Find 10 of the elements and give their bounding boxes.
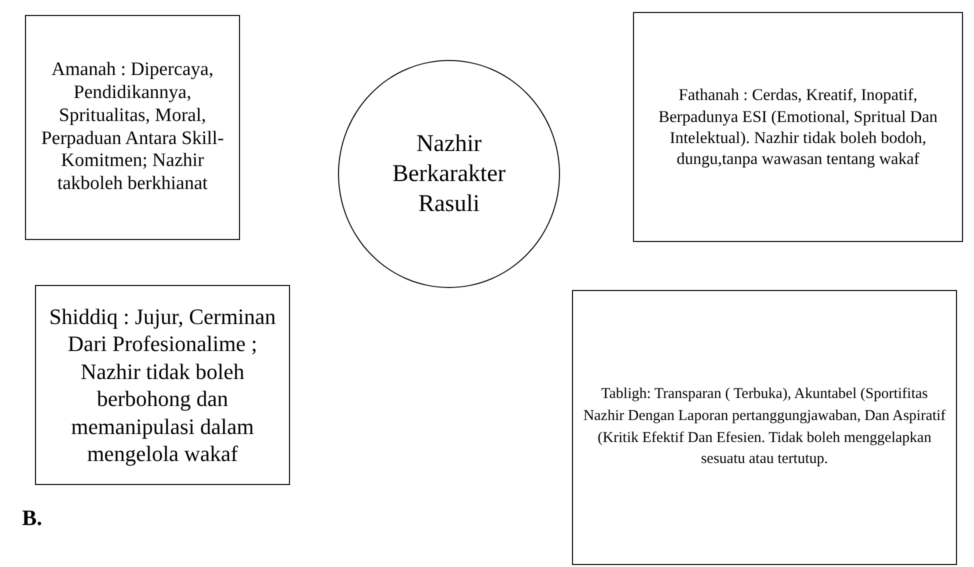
node-text: Shiddiq : Jujur, Cerminan Dari Profesionalime ; Nazhir tidak boleh berbohong dan memanipulasi dalam mengelola wakaf — [48, 302, 277, 468]
section-letter: B. — [22, 505, 42, 531]
text-box — [25, 15, 240, 240]
node-text: Amanah : Dipercaya, Pendidikannya, Spritualitas, Moral, Perpaduan Antara Skill-Komitmen; Nazhir takboleh berkhianat — [40, 59, 225, 196]
node-text: Nazhir Berkarakter Rasuli — [391, 130, 507, 219]
node-text: Fathanah : Cerdas, Kreatif, Inopatif, Berpadunya ESI (Emotional, Spritual Dan Intelektual). Nazhir tidak boleh bodoh, dungu,tanpa wawasan tentang wakaf — [657, 84, 939, 170]
text-box — [572, 290, 957, 565]
text-box — [633, 12, 963, 242]
node-text: Tabligh: Transparan ( Terbuka), Akuntabel (Sportifitas Nazhir Dengan Laporan pertanggungjawaban, Dan Aspiratif (Kritik Efektif Dan Efesien. Tidak boleh menggelapkan sesuatu atau tertutup. — [583, 385, 946, 470]
text-box — [35, 285, 290, 485]
